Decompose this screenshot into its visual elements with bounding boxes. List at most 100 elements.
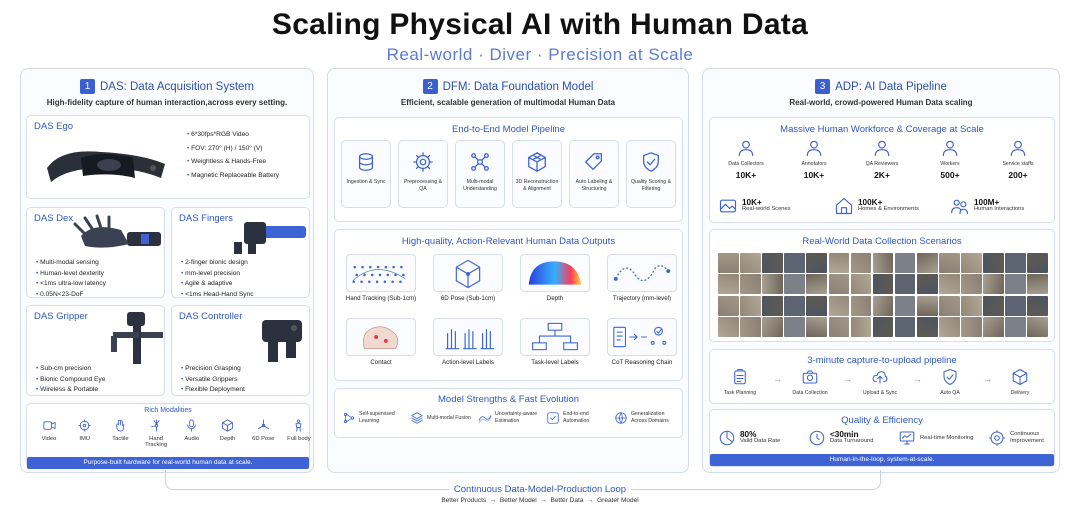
das-fingers-feature: 2-finger bionic design [181,258,254,269]
model-pipeline-title: End-to-End Model Pipeline [451,124,565,135]
person-icon [874,140,890,157]
loop-chain-item: Better Data [550,497,584,504]
das-fingers-card: DAS Fingers 2-finger bionic design mm-le… [171,207,310,298]
scenario-thumbnail [894,253,916,273]
das-ego-feature: 6*30fps*RGB Video [187,130,279,141]
das-gripper-card: DAS Gripper Sub-cm precision Bionic Comp… [26,305,165,396]
role-value: 2K+ [874,170,890,180]
scenario-thumbnail [961,317,982,337]
controller-device-icon [262,320,302,362]
strength-item: End-to-end Automation [546,411,612,425]
das-gripper-feature: Sub-cm precision [36,364,105,375]
coverage-text: 100M+Human Interactions [974,198,1025,213]
modality-item: Video [33,418,65,448]
scenario-thumbnail [1027,253,1048,273]
coverage-stat: 10K+Real-world Scenes [718,196,791,216]
tag-icon [585,153,602,170]
imu-icon [78,419,91,432]
audio-icon [187,419,196,432]
das-controller-feature: Flexible Deployment [181,385,245,396]
capture-pipeline-card: 3-minute capture-to-upload pipeline Task… [709,349,1055,404]
loop-chain-item: Better Products [441,497,487,504]
tactile-icon [116,419,125,432]
das-dex-feature: 0.05N<23-DoF [36,290,106,301]
scenario-thumbnail [872,295,894,316]
scenario-thumbnail [806,295,827,316]
strength-item: Multi-modal Fusion [410,411,476,425]
person-icon [942,140,958,157]
capture-step: Auto QA [922,368,978,396]
scenario-thumbnail [1027,317,1048,337]
scenario-thumbnail [916,274,938,295]
model-pipeline-card: End-to-End Model Pipeline Ingestion & Sy… [334,117,683,222]
modality-label: IMU [79,436,91,442]
das-footer-bar: Purpose-built hardware for real-world hu… [27,457,309,469]
role-label: QA Reviewers [865,161,899,167]
dfm-title: DFM: Data Foundation Model [442,81,594,93]
scenario-thumbnail [916,253,938,273]
pipeline-step: Preprocessing & QA [398,140,448,208]
scenario-thumbnail [961,274,982,295]
reasoning-icon [613,326,667,348]
data-outputs-title: High-quality, Action-Relevant Human Data… [401,236,616,247]
adp-title: ADP: AI Data Pipeline [835,81,947,93]
das-gripper-title: DAS Gripper [34,311,88,322]
output-tile [346,318,416,356]
pipeline-step: 3D Reconstruction & Alignment [512,140,562,208]
das-controller-title: DAS Controller [179,311,243,322]
output-tile [520,254,590,292]
strength-label: Multi-modal Fusion [427,414,471,421]
scenario-thumbnail [718,295,739,316]
production-loop-title-text: Continuous Data-Model-Production Loop [448,484,632,495]
coverage-label: Human Interactions [974,206,1025,212]
adp-subtitle: Real-world, crowd-powered Human Data sca… [789,98,973,107]
coverage-text: 100K+Homes & Environments [858,198,919,213]
arrow-right-icon: → [843,374,852,384]
role-label: Workers [940,161,960,167]
gear-icon [413,152,433,172]
das-fingers-features: 2-finger bionic design mm-level precisio… [181,258,254,300]
box-icon [1012,368,1028,386]
arrow-right-icon: → [583,497,598,504]
das-fingers-title: DAS Fingers [179,213,233,224]
scenario-thumbnail [1005,253,1026,273]
output-tile [346,254,416,292]
pipeline-step-label: Quality Scoring & Filtering [630,179,672,192]
output-label: Trajectory (mm-level) [612,295,672,302]
video-icon [42,421,56,430]
das-subtitle: High-fidelity capture of human interacti… [46,98,288,107]
pipeline-step-label: Multi-modal Understanding [463,179,497,192]
capture-pipeline-title: 3-minute capture-to-upload pipeline [807,355,957,366]
modality-item: 6D Pose [247,418,279,448]
modality-item: Hand Tracking [140,418,172,448]
modality-label: Hand Tracking [145,436,168,448]
full-body-icon [295,419,302,432]
strength-label: Self-supervised Learning [359,411,395,424]
hand-skeleton-icon [352,265,406,284]
globe-icon [615,412,627,424]
scenario-thumbnail [939,253,960,273]
page-title: Scaling Physical AI with Human Data [271,8,809,41]
interactions-icon [951,199,969,215]
scenario-thumbnail [1005,295,1026,316]
quality-text: Continuous Improvement [1010,431,1074,445]
capture-step-label: Task Planning [723,390,757,396]
scenario-thumbnail [983,253,1004,273]
scenario-thumbnail [740,253,761,273]
pose-cube-icon [455,259,481,289]
scenario-thumbnail [740,317,761,337]
scenario-thumbnail [939,295,960,316]
das-gripper-features: Sub-cm precision Bionic Compound Eye Wir… [36,364,105,396]
scenario-thumbnail [850,253,872,273]
coverage-label: Homes & Environments [858,206,919,212]
scenario-thumbnail [850,295,872,316]
scenario-thumbnail [961,295,982,316]
scenario-thumbnail [850,274,872,295]
automation-icon [547,412,559,424]
contact-icon [363,326,399,350]
strength-item: Uncertainty-aware Estimation [478,411,544,425]
